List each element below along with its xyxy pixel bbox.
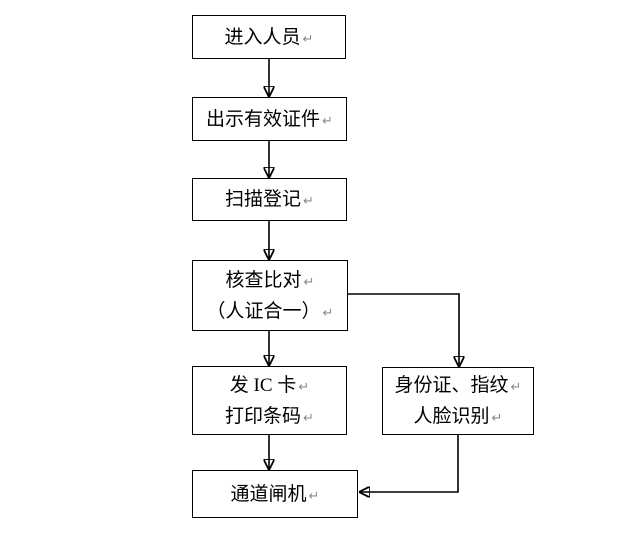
node-label: 扫描登记↵ (225, 189, 314, 210)
line-break-mark: ↵ (491, 411, 503, 426)
edge-verify-to-biometric (348, 293, 459, 366)
line-break-mark: ↵ (510, 380, 522, 395)
node-label-line1: 身份证、指纹↵ (394, 375, 522, 396)
node-label: 进入人员↵ (224, 26, 314, 48)
line-break-mark: ↵ (303, 194, 314, 209)
node-label-line2: 打印条码↵ (225, 405, 314, 427)
line-break-mark: ↵ (302, 31, 314, 47)
line-break-mark: ↵ (298, 379, 310, 395)
node-label-line2: （人证合一）↵ (206, 300, 334, 322)
line-break-mark: ↵ (308, 488, 320, 504)
line-break-mark: ↵ (303, 410, 314, 426)
node-biometric-recognition: 身份证、指纹↵ 人脸识别↵ (382, 367, 534, 435)
node-enter-personnel: 进入人员↵ (192, 15, 346, 59)
line-break-mark: ↵ (322, 305, 334, 321)
node-label-line1: 核查比对↵ (225, 269, 315, 291)
node-scan-register: 扫描登记↵ (192, 178, 347, 221)
node-issue-ic-card: 发 IC 卡↵ 打印条码↵ (192, 366, 347, 435)
node-channel-gate: 通道闸机↵ (192, 470, 358, 518)
node-verify-compare: 核查比对↵ （人证合一）↵ (192, 260, 348, 331)
node-label: 通道闸机↵ (230, 483, 320, 505)
node-show-valid-id: 出示有效证件↵ (192, 97, 347, 141)
line-break-mark: ↵ (303, 274, 315, 290)
node-label-line2: 人脸识别↵ (413, 406, 503, 427)
edge-biometric-to-gate (360, 435, 459, 492)
node-label-line1: 发 IC 卡↵ (229, 374, 310, 396)
line-break-mark: ↵ (322, 113, 333, 129)
node-label: 出示有效证件↵ (206, 108, 333, 130)
